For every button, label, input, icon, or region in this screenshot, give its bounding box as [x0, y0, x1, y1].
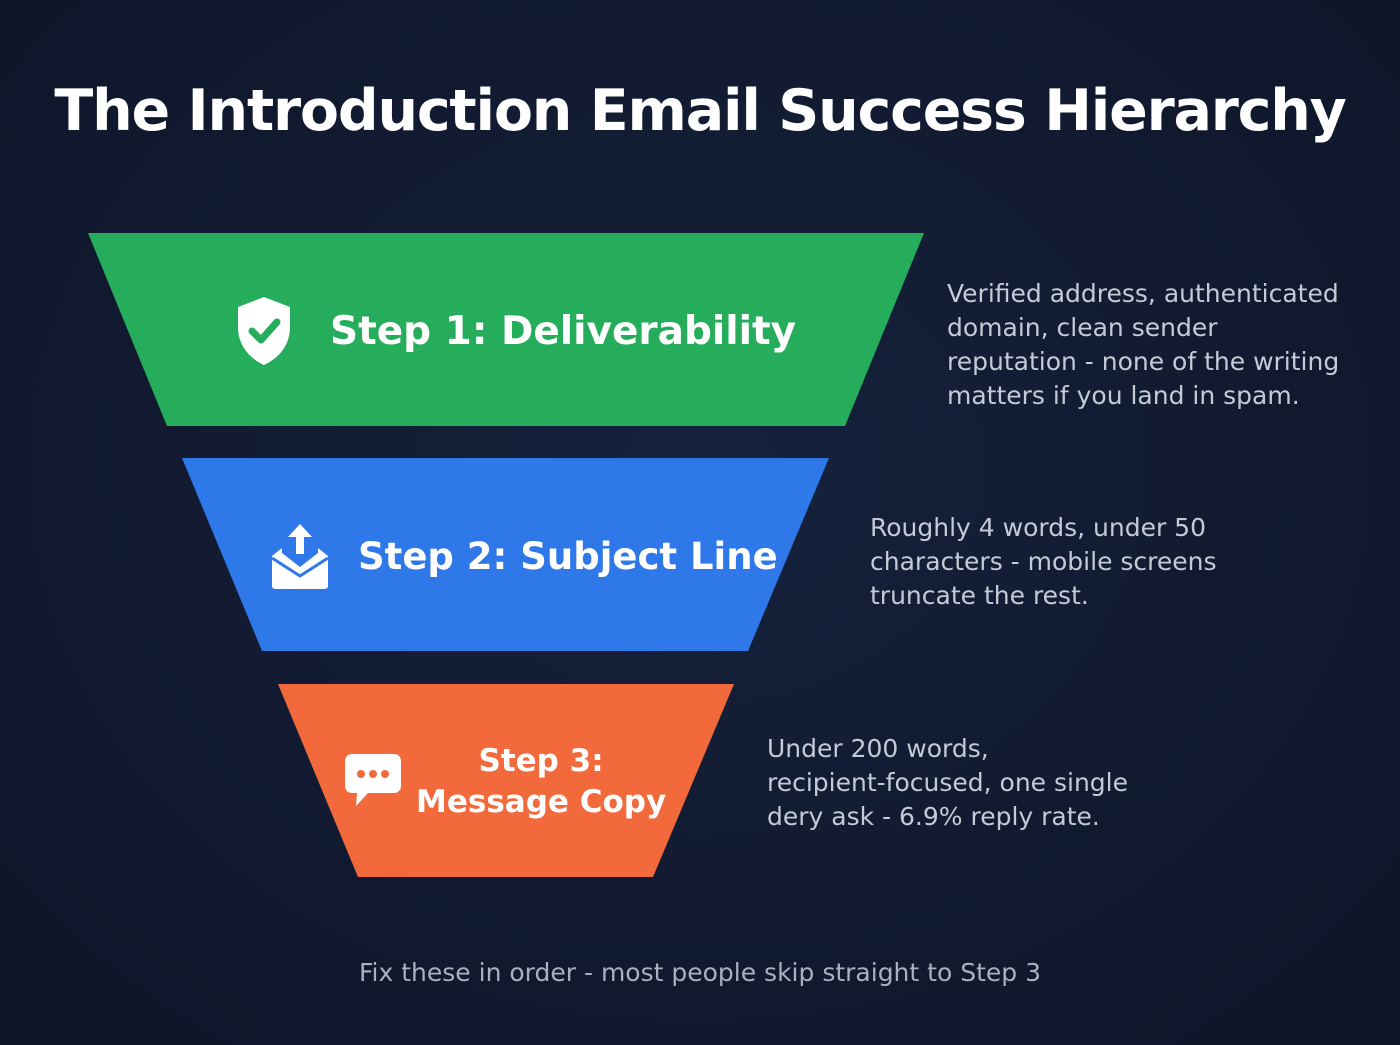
step-3-label-line-2: Message Copy	[416, 784, 667, 820]
funnel-tier-step-3: Step 3: Message Copy	[278, 684, 734, 877]
chat-bubble-icon	[344, 752, 402, 808]
footer-note: Fix these in order - most people skip st…	[359, 958, 1041, 987]
step-3-description: Under 200 words, recipient-focused, one …	[767, 734, 1128, 831]
shield-check-icon	[234, 295, 294, 367]
step-3-label-line-1: Step 3:	[478, 743, 604, 779]
funnel-tier-shape	[88, 233, 924, 426]
page-title: The Introduction Email Success Hierarchy	[54, 78, 1346, 144]
step-1-description: Verified address, authenticated domain, …	[947, 279, 1340, 410]
funnel-tier-shape	[278, 684, 734, 877]
step-1-label: Step 1: Deliverability	[330, 308, 797, 354]
step-2-description: Roughly 4 words, under 50 characters - m…	[870, 513, 1217, 610]
funnel-tier-shape	[182, 458, 829, 651]
envelope-upload-icon	[268, 522, 332, 590]
step-2-label: Step 2: Subject Line	[358, 534, 778, 578]
funnel-tier-step-1: Step 1: Deliverability	[88, 233, 924, 426]
funnel-tier-step-2: Step 2: Subject Line	[182, 458, 829, 651]
